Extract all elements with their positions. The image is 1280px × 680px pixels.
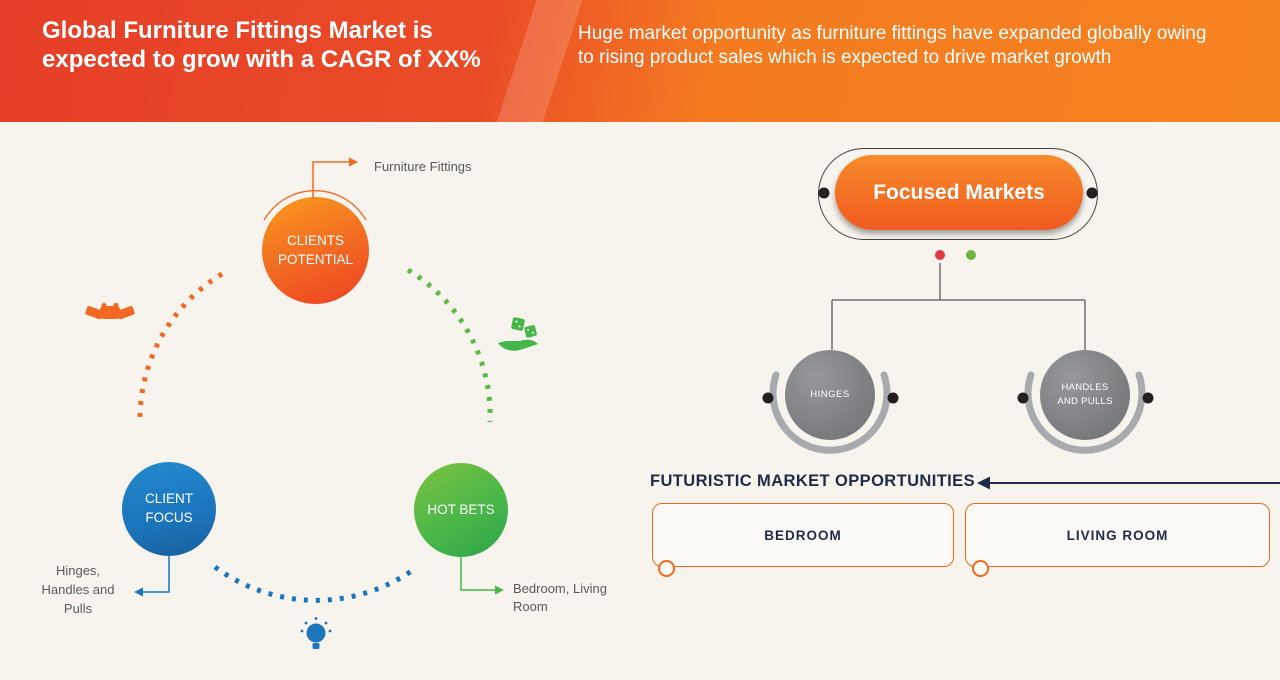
- infographic-canvas: CLIENTS POTENTIAL CLIENT FOCUS HOT BETS …: [0, 122, 1280, 680]
- living-room-label: LIVING ROOM: [1066, 527, 1169, 543]
- client-focus-label: CLIENT FOCUS: [144, 491, 193, 525]
- client-focus-bubble: CLIENT FOCUS: [122, 462, 216, 556]
- clients-potential-bubble: CLIENTS POTENTIAL: [262, 197, 369, 304]
- status-dots: [935, 250, 976, 260]
- living-room-corner-dot: [972, 560, 989, 577]
- hot-bets-connector: [460, 557, 504, 595]
- hot-bets-bubble: HOT BETS: [414, 463, 508, 557]
- red-dot: [935, 250, 945, 260]
- furniture-fittings-connector: [312, 157, 358, 198]
- branch-connectors: [831, 263, 1086, 350]
- hinges-label: HINGES: [810, 388, 850, 400]
- furniture-fittings-callout: Furniture Fittings: [374, 159, 472, 174]
- focused-markets-pill: Focused Markets: [835, 155, 1083, 230]
- bedroom-label: BEDROOM: [764, 527, 842, 543]
- handshake-icon: [85, 302, 135, 320]
- lightbulb-icon: [300, 617, 332, 649]
- header-banner: Global Furniture Fittings Market is expe…: [0, 0, 1280, 122]
- bedroom-living-callout: Bedroom, Living Room: [513, 581, 607, 615]
- hot-bets-label: HOT BETS: [427, 501, 495, 517]
- dice-in-hand-icon: [498, 317, 538, 351]
- futuristic-opportunities-title: FUTURISTIC MARKET OPPORTUNITIES: [650, 472, 975, 490]
- clients-potential-label: CLIENTS POTENTIAL: [277, 232, 353, 267]
- handles-and-pulls-label: HANDLES AND PULLS: [1057, 381, 1113, 407]
- green-dot: [966, 250, 976, 260]
- page-subtitle: Huge market opportunity as furniture fit…: [578, 23, 1207, 69]
- bedroom-box: BEDROOM: [652, 503, 954, 567]
- section-title-arrow-line: [977, 476, 1280, 490]
- client-focus-connector: [134, 556, 170, 597]
- hinges-handles-pulls-callout: Hinges, Handles and Pulls: [41, 563, 115, 616]
- handles-and-pulls-node: HANDLES AND PULLS: [1040, 350, 1130, 440]
- left-arrowhead-icon: [977, 476, 990, 490]
- focused-markets-label: Focused Markets: [873, 180, 1045, 204]
- orange-dotted-arc: [137, 271, 224, 418]
- green-dotted-arc: [406, 267, 493, 423]
- living-room-box: LIVING ROOM: [965, 503, 1270, 567]
- hinges-node: HINGES: [785, 350, 875, 440]
- bedroom-corner-dot: [658, 560, 675, 577]
- page-title: Global Furniture Fittings Market is expe…: [42, 17, 481, 74]
- blue-dotted-arc: [213, 564, 415, 603]
